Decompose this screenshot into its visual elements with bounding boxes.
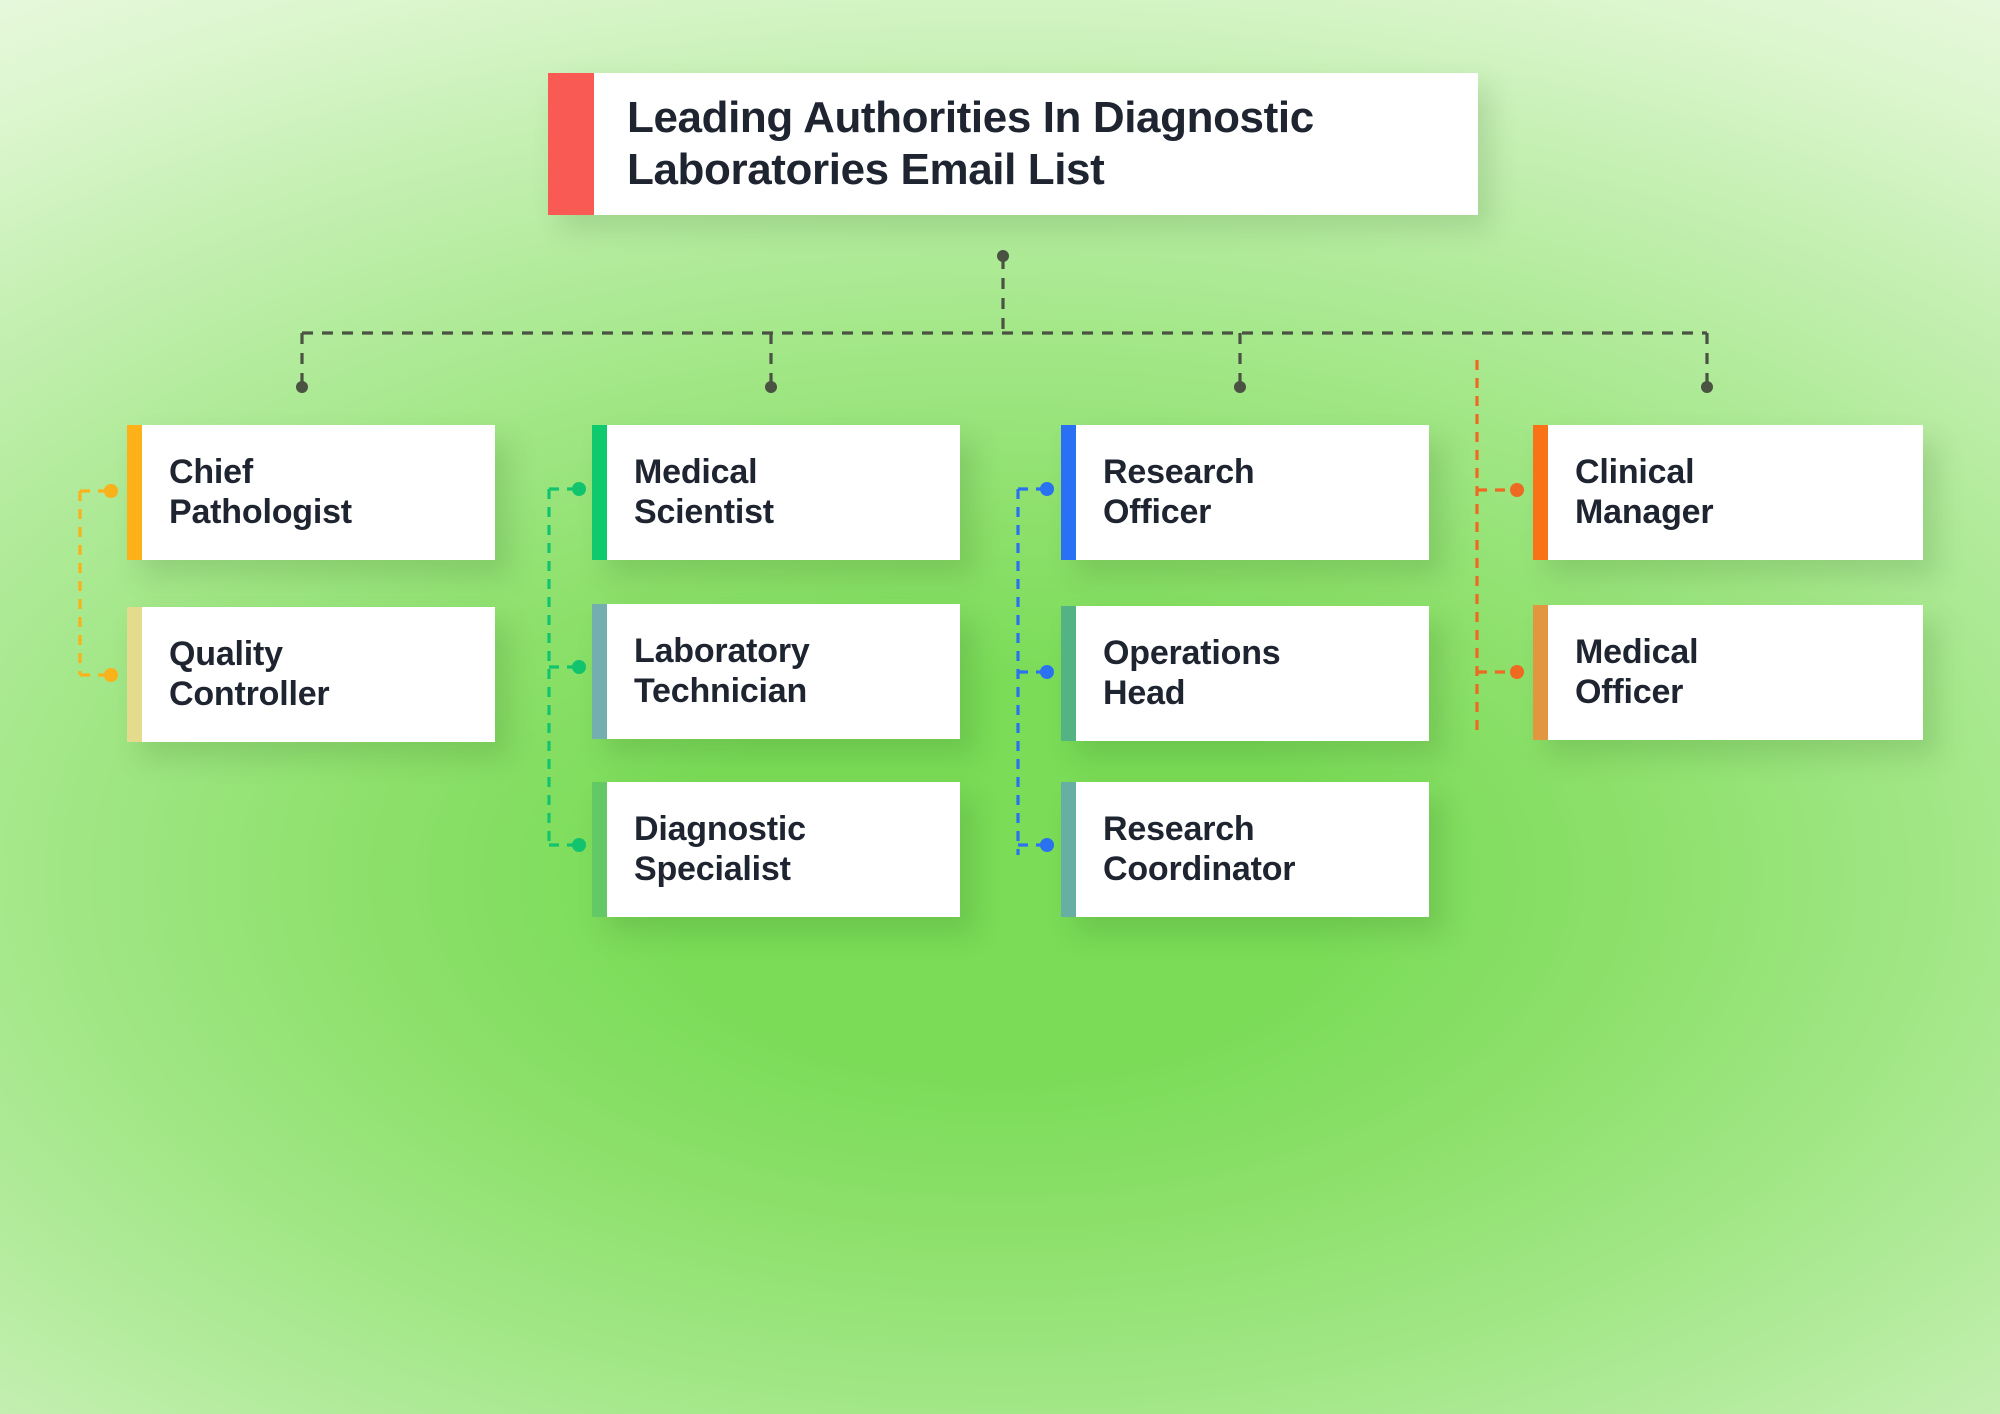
node-accent-bar xyxy=(592,782,607,917)
node-label: Medical Officer xyxy=(1575,633,1699,711)
node-accent-bar xyxy=(1061,606,1076,741)
branch-1-wires xyxy=(78,489,106,677)
node-label: Quality Controller xyxy=(169,635,330,713)
node-body: Research Coordinator xyxy=(1076,782,1429,917)
node-body: Clinical Manager xyxy=(1548,425,1923,560)
node-body: Medical Scientist xyxy=(607,425,960,560)
branch-4-wires xyxy=(1475,360,1512,730)
node-body: Chief Pathologist xyxy=(142,425,495,560)
node-medical-officer[interactable]: Medical Officer xyxy=(1533,605,1923,740)
node-quality-controller[interactable]: Quality Controller xyxy=(127,607,495,742)
title-card[interactable]: Leading Authorities In Diagnostic Labora… xyxy=(548,73,1478,215)
node-body: Diagnostic Specialist xyxy=(607,782,960,917)
node-body: Operations Head xyxy=(1076,606,1429,741)
page-title: Leading Authorities In Diagnostic Labora… xyxy=(627,93,1314,194)
node-diagnostic-specialist[interactable]: Diagnostic Specialist xyxy=(592,782,960,917)
node-label: Laboratory Technician xyxy=(634,632,810,710)
node-label: Operations Head xyxy=(1103,634,1281,712)
node-accent-bar xyxy=(127,425,142,560)
branch-3-wires xyxy=(1016,487,1042,855)
node-label: Chief Pathologist xyxy=(169,453,352,531)
node-label: Diagnostic Specialist xyxy=(634,810,806,888)
node-accent-bar xyxy=(1061,782,1076,917)
node-research-coordinator[interactable]: Research Coordinator xyxy=(1061,782,1429,917)
node-label: Research Coordinator xyxy=(1103,810,1296,888)
trunk-dots xyxy=(296,250,1713,393)
node-accent-bar xyxy=(1533,425,1548,560)
node-label: Research Officer xyxy=(1103,453,1255,531)
node-body: Medical Officer xyxy=(1548,605,1923,740)
node-operations-head[interactable]: Operations Head xyxy=(1061,606,1429,741)
node-accent-bar xyxy=(1061,425,1076,560)
node-body: Quality Controller xyxy=(142,607,495,742)
branch-1-dots xyxy=(104,484,118,682)
node-chief-pathologist[interactable]: Chief Pathologist xyxy=(127,425,495,560)
branch-4-dots xyxy=(1510,483,1524,679)
node-body: Laboratory Technician xyxy=(607,604,960,739)
node-clinical-manager[interactable]: Clinical Manager xyxy=(1533,425,1923,560)
node-body: Research Officer xyxy=(1076,425,1429,560)
branch-3-dots xyxy=(1040,482,1054,852)
node-accent-bar xyxy=(592,604,607,739)
node-accent-bar xyxy=(592,425,607,560)
node-accent-bar xyxy=(1533,605,1548,740)
node-accent-bar xyxy=(127,607,142,742)
branch-2-wires xyxy=(547,487,574,847)
branch-2-dots xyxy=(572,482,586,852)
title-accent-bar xyxy=(548,73,594,215)
node-label: Medical Scientist xyxy=(634,453,774,531)
node-medical-scientist[interactable]: Medical Scientist xyxy=(592,425,960,560)
title-card-body: Leading Authorities In Diagnostic Labora… xyxy=(594,73,1478,215)
node-laboratory-technician[interactable]: Laboratory Technician xyxy=(592,604,960,739)
node-label: Clinical Manager xyxy=(1575,453,1714,531)
node-research-officer[interactable]: Research Officer xyxy=(1061,425,1429,560)
